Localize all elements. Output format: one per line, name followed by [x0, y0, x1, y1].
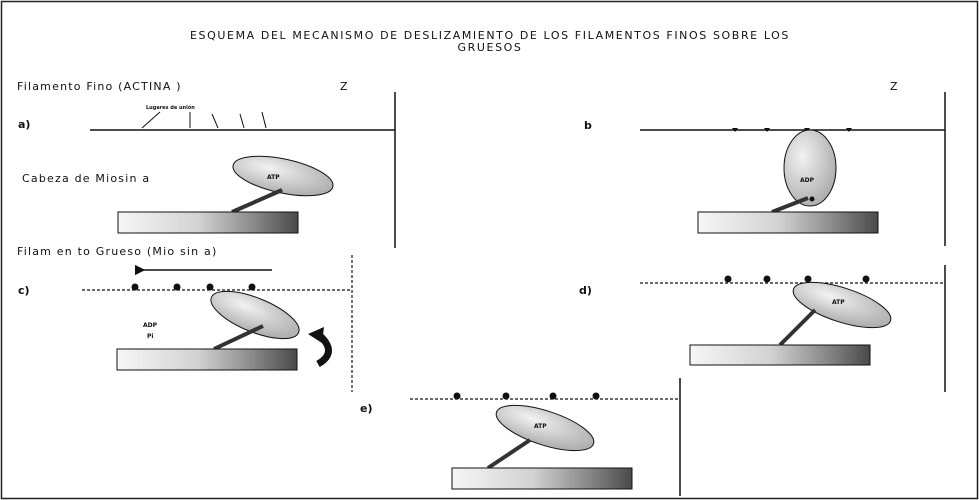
binding-site: [206, 283, 214, 291]
binding-site: [549, 392, 557, 400]
thick-filament-c: [116, 348, 298, 371]
myosin-head-d: [792, 281, 892, 329]
binding-site: [248, 283, 256, 291]
myosin-neck-b: [771, 196, 809, 214]
binding-site: [592, 392, 600, 400]
head-label-c-pi: Pi: [147, 333, 154, 340]
myosin-head-a: [232, 155, 334, 197]
binding-site: [173, 283, 181, 291]
panel-label-e: e): [360, 402, 373, 415]
panel-e-drawing: [410, 378, 681, 496]
thick-filament-a: [117, 211, 299, 234]
binding-site: [764, 128, 770, 132]
panel-b-drawing: [640, 92, 946, 246]
z-label-b: Z: [890, 80, 899, 93]
myosin-neck-a: [231, 188, 283, 214]
binding-site: [846, 128, 852, 132]
binding-site: [724, 275, 732, 283]
binding-pointer: [211, 113, 219, 129]
binding-site: [453, 392, 461, 400]
binding-site: [763, 275, 771, 283]
thin-filament-label: Filamento Fino (ACTINA ): [17, 80, 182, 93]
curved-arrow-head: [308, 327, 324, 343]
thick-filament-e: [451, 467, 633, 490]
diagram-title-line2: GRUESOS: [457, 41, 523, 54]
myosin-neck-e: [486, 438, 532, 470]
panel-d-drawing: [640, 265, 946, 392]
myosin-neck-d: [778, 308, 817, 347]
diagram-title-line1: ESQUEMA DEL MECANISMO DE DESLIZAMIENTO D…: [189, 29, 791, 42]
myosin-neck-c: [213, 324, 264, 351]
panel-label-d: d): [579, 284, 592, 297]
thick-filament-b: [697, 211, 879, 234]
binding-site: [131, 283, 139, 291]
binding-site: [502, 392, 510, 400]
head-label-d: ATP: [832, 299, 845, 306]
myosin-head-label: Cabeza de Miosin a: [22, 172, 151, 185]
binding-site: [804, 275, 812, 283]
z-label-a: Z: [340, 80, 349, 93]
head-label-b: ADP: [800, 177, 815, 184]
binding-pointer: [239, 113, 245, 129]
myosin-head-e: [495, 404, 595, 452]
head-dot-b: [809, 196, 815, 202]
panel-a-drawing: [90, 92, 396, 248]
head-label-c-adp: ADP: [143, 322, 158, 329]
head-label-e: ATP: [534, 423, 547, 430]
myosin-head-b: [783, 129, 837, 207]
panel-label-a: a): [18, 118, 31, 131]
binding-site: [732, 128, 738, 132]
myosin-head-c: [210, 290, 300, 340]
thick-filament-label: Filam en to Grueso (Mio sin a): [17, 245, 218, 258]
panel-label-c: c): [18, 284, 30, 297]
binding-pointer: [261, 111, 267, 129]
binding-pointer: [141, 111, 161, 129]
binding-site: [862, 275, 870, 283]
panel-label-b: b: [584, 119, 592, 132]
head-label-a: ATP: [267, 174, 280, 181]
binding-sites-label: Lugares de unión: [146, 105, 195, 111]
thick-filament-d: [689, 344, 871, 366]
panel-c-drawing: [82, 255, 353, 392]
